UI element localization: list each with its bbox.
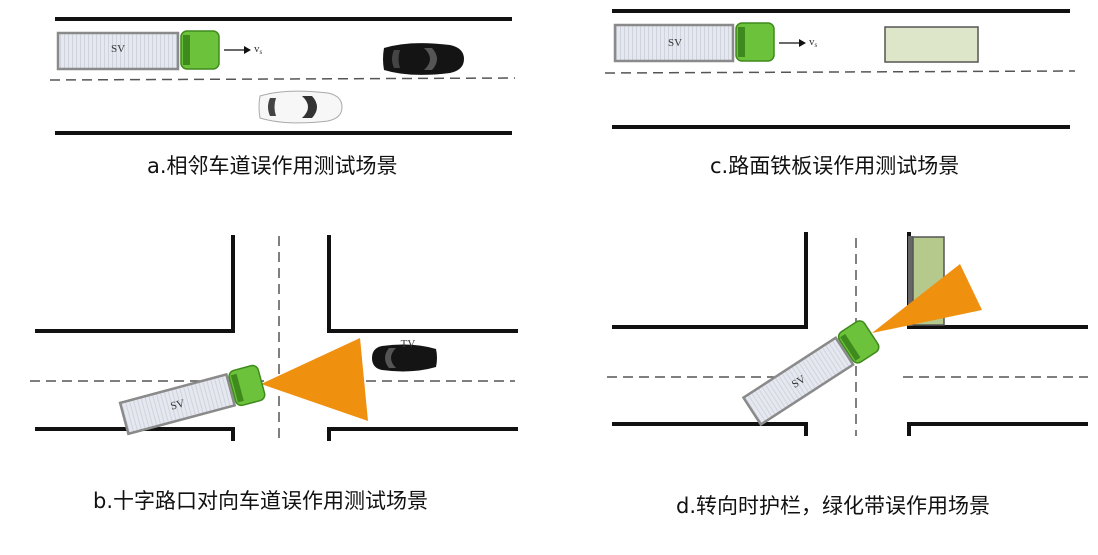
subject-truck: SV — [118, 364, 266, 436]
subject-truck: SV — [56, 30, 220, 71]
target-car: TV — [372, 338, 437, 372]
lane-divider — [49, 77, 516, 81]
radar-cone — [872, 264, 982, 333]
guardrail — [908, 236, 913, 326]
speed-label: vs — [254, 43, 263, 56]
subject-truck: SV — [741, 320, 880, 427]
speed-arrow: vs — [779, 36, 818, 49]
panel-c: SV vs — [604, 9, 1076, 129]
panel-d: SV — [607, 232, 1088, 436]
truck-cab — [837, 320, 880, 364]
curb-top-left — [35, 235, 235, 333]
truck-cab — [180, 30, 220, 70]
truck-label: SV — [111, 43, 125, 55]
curb-bottom-left — [612, 422, 808, 436]
black-car — [383, 43, 464, 75]
caption-d: d.转向时护栏，绿化带误作用场景 — [676, 494, 991, 518]
panel-b: SV TV — [30, 235, 518, 441]
steel-plate — [884, 26, 979, 63]
truck-cab — [735, 22, 775, 62]
truck-trailer — [741, 336, 855, 427]
curb-top-left — [612, 232, 808, 329]
truck-trailer — [613, 23, 735, 63]
caption-c: c.路面铁板误作用测试场景 — [710, 154, 960, 178]
speed-arrow: vs — [224, 43, 263, 56]
caption-b: b.十字路口对向车道误作用测试场景 — [93, 489, 429, 513]
truck-trailer — [118, 372, 237, 436]
curb-bottom-left — [35, 427, 235, 441]
panel-a: SV vs — [49, 17, 516, 135]
lane-divider — [604, 70, 1076, 74]
speed-label: vs — [809, 36, 818, 49]
target-label: TV — [401, 338, 416, 350]
truck-label: SV — [668, 37, 682, 49]
truck-label: SV — [169, 397, 186, 412]
radar-cone — [261, 338, 368, 421]
truck-trailer — [56, 31, 180, 71]
subject-truck: SV — [613, 22, 775, 63]
curb-bottom-right — [907, 422, 1088, 436]
curb-top-right — [327, 235, 518, 333]
caption-a: a.相邻车道误作用测试场景 — [147, 154, 398, 178]
white-car — [258, 90, 343, 124]
curb-bottom-right — [327, 427, 518, 441]
